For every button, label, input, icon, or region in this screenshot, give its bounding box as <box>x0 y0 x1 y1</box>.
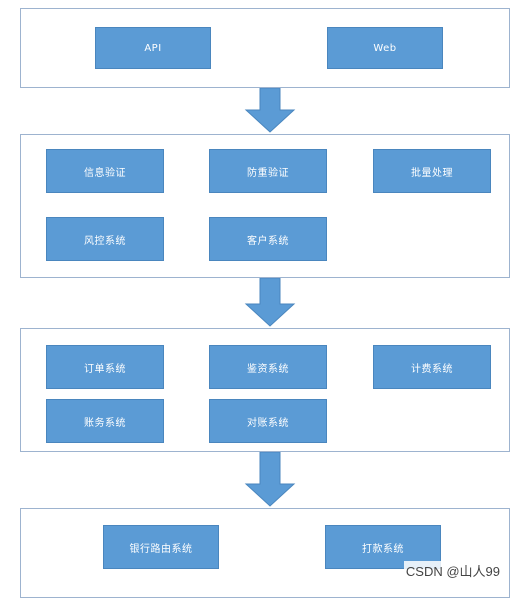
info-verify-box: 信息验证 <box>46 149 164 193</box>
watermark: CSDN @山人99 <box>403 561 502 580</box>
down-arrow-1 <box>244 88 296 133</box>
layer-1-panel: API Web <box>20 8 510 88</box>
api-box: API <box>95 27 211 69</box>
funds-check-box: 鉴资系统 <box>209 345 327 389</box>
layer-2-panel: 信息验证 防重验证 批量处理 风控系统 客户系统 <box>20 134 510 278</box>
layer-3-panel: 订单系统 鉴资系统 计费系统 账务系统 对账系统 <box>20 328 510 452</box>
accounting-system-box: 账务系统 <box>46 399 164 443</box>
down-arrow-3 <box>244 452 296 507</box>
payout-system-box: 打款系统 <box>325 525 441 569</box>
batch-process-box: 批量处理 <box>373 149 491 193</box>
customer-system-box: 客户系统 <box>209 217 327 261</box>
reconciliation-system-box: 对账系统 <box>209 399 327 443</box>
down-arrow-2 <box>244 278 296 327</box>
bank-routing-box: 银行路由系统 <box>103 525 219 569</box>
dedup-verify-box: 防重验证 <box>209 149 327 193</box>
order-system-box: 订单系统 <box>46 345 164 389</box>
web-box: Web <box>327 27 443 69</box>
billing-system-box: 计费系统 <box>373 345 491 389</box>
layer-4-panel: 银行路由系统 打款系统 <box>20 508 510 598</box>
risk-control-box: 风控系统 <box>46 217 164 261</box>
